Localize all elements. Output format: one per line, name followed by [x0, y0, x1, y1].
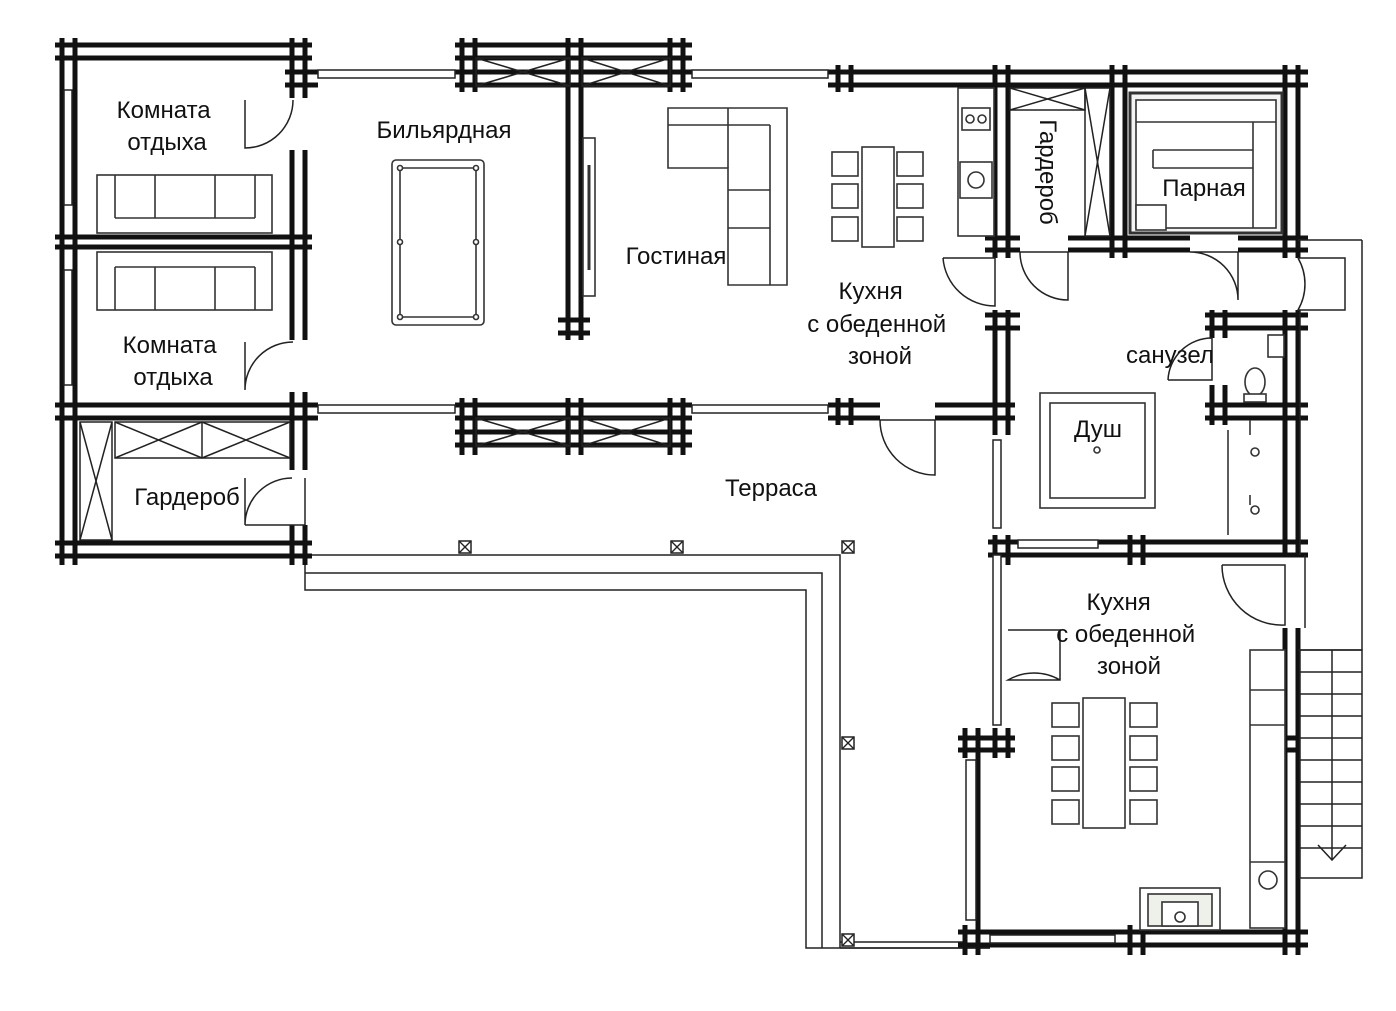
label-wardrobe-2: Гардероб [134, 484, 240, 511]
terrace-posts [458, 540, 855, 947]
steam-room-bench [1128, 91, 1284, 235]
bathroom-fixtures [1227, 334, 1285, 535]
shower-tray [1039, 392, 1156, 509]
label-living: Гостиная [626, 243, 727, 270]
label-shower: Душ [1074, 416, 1122, 443]
label-billiard: Бильярдная [376, 117, 511, 144]
wardrobe-cabinets [79, 57, 1111, 541]
sofa-rest-room-1 [96, 174, 273, 234]
kitchen-2-counter [1139, 649, 1286, 931]
room-labels: Комната отдыха Бильярдная Гостиная Кухня… [117, 97, 1246, 680]
label-kitchen-1: Кухня с обеденной зоной [807, 278, 953, 370]
doors [244, 99, 1346, 681]
label-rest-room-1: Комната отдыха [117, 97, 218, 156]
label-terrace: Терраса [725, 475, 818, 502]
label-rest-room-2: Комната отдыха [123, 332, 224, 391]
label-wardrobe-vertical: Гардероб [1034, 119, 1061, 225]
terrace-outline [304, 554, 990, 949]
windows [63, 69, 1116, 944]
billiard-table [391, 159, 485, 326]
kitchen-1-counter [957, 87, 995, 237]
sofa-rest-room-2 [96, 251, 273, 311]
dining-set-1 [831, 146, 924, 248]
label-steam-room: Парная [1162, 175, 1246, 202]
staircase [1298, 239, 1363, 879]
label-bathroom: санузел [1126, 342, 1214, 369]
dining-set-2 [1051, 697, 1158, 829]
tv-console [582, 137, 596, 297]
corner-sofa [667, 107, 788, 286]
label-kitchen-2: Кухня с обеденной зоной [1056, 589, 1202, 680]
